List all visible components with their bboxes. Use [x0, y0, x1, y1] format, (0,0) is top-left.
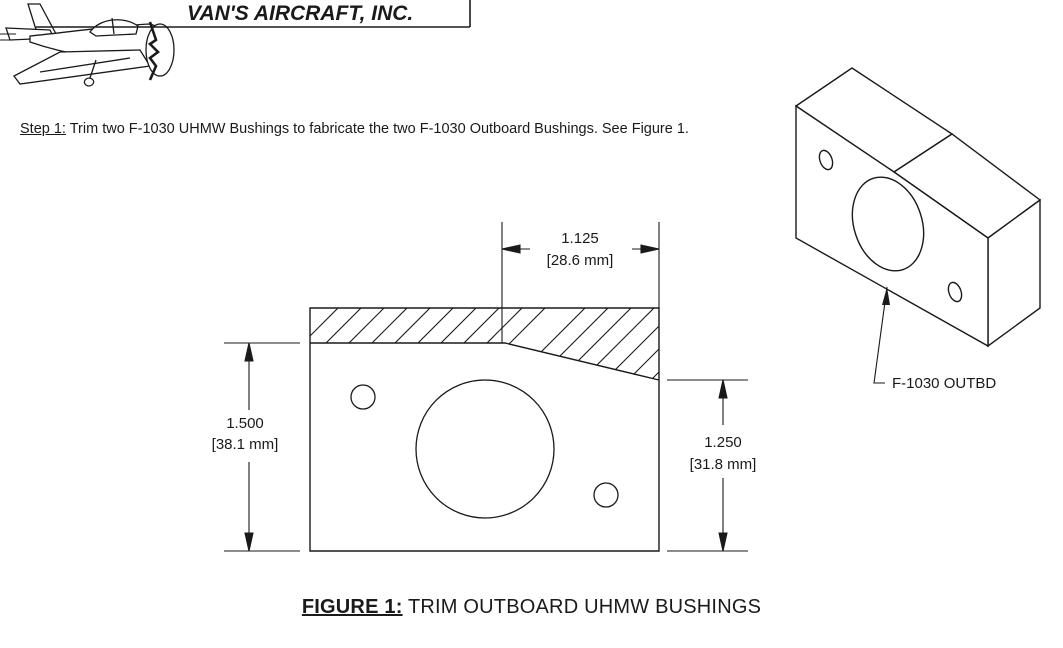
trim-line — [310, 342, 660, 381]
dimension-left-mm: [38.1 mm] — [212, 436, 279, 453]
airplane-logo-icon — [0, 3, 175, 87]
figure-caption: FIGURE 1: TRIM OUTBOARD UHMW BUSHINGS — [0, 596, 1063, 619]
center-bore — [415, 379, 555, 519]
dimension-top — [501, 222, 660, 343]
dimension-right-mm: [31.8 mm] — [690, 456, 757, 473]
dimension-right-in: 1.250 — [704, 434, 742, 451]
bushing-front-view — [309, 307, 660, 552]
dimension-left — [224, 342, 300, 552]
dimension-left-in: 1.500 — [226, 415, 264, 432]
dimension-right — [667, 379, 748, 552]
dimension-top-mm: [28.6 mm] — [547, 252, 614, 269]
iso-hole-left — [818, 149, 834, 171]
iso-center-bore — [851, 176, 925, 272]
step-text: Trim two F-1030 UHMW Bushings to fabrica… — [65, 121, 689, 137]
iso-callout-leader — [873, 286, 890, 384]
step-label: Step 1: — [20, 121, 66, 137]
blank-outline — [309, 307, 660, 552]
step-instruction: Step 1: Trim two F-1030 UHMW Bushings to… — [20, 120, 720, 139]
bushing-isometric-view — [794, 67, 1042, 348]
bolt-hole-left — [350, 384, 376, 410]
bolt-hole-right — [593, 482, 619, 508]
figure-title: TRIM OUTBOARD UHMW BUSHINGS — [402, 596, 762, 618]
iso-hole-right — [947, 281, 963, 303]
dimension-top-in: 1.125 — [561, 230, 599, 247]
header-banner: VAN'S AIRCRAFT, INC. — [36, 0, 471, 28]
iso-callout-label: F-1030 OUTBD — [892, 375, 996, 392]
company-name: VAN'S AIRCRAFT, INC. — [187, 2, 413, 25]
figure-label: FIGURE 1: — [301, 596, 403, 618]
